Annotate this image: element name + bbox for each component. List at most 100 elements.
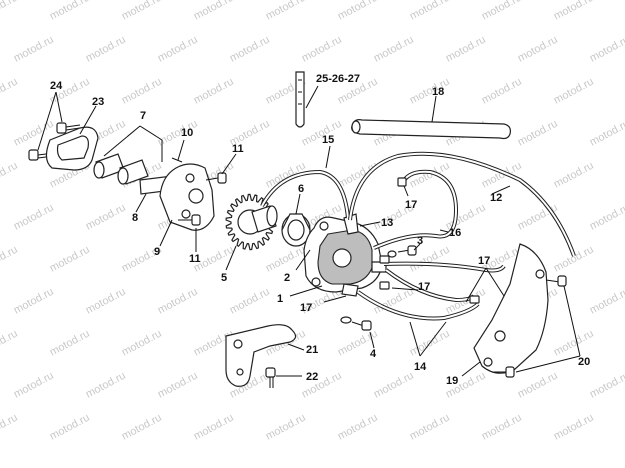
label-4: 4 bbox=[370, 348, 377, 360]
watermark-text: motod.ru bbox=[48, 0, 92, 23]
bracket-21 bbox=[225, 324, 297, 387]
watermark-text: motod.ru bbox=[0, 160, 20, 191]
label-5: 5 bbox=[221, 272, 227, 284]
watermark-text: motod.ru bbox=[120, 412, 164, 443]
watermark-text: motod.ru bbox=[552, 244, 596, 275]
watermark-text: motod.ru bbox=[480, 412, 524, 443]
screw-11 bbox=[178, 172, 227, 226]
watermark-text: motod.ru bbox=[192, 0, 236, 23]
watermark-text: motod.ru bbox=[0, 0, 20, 23]
bolt-24 bbox=[28, 122, 81, 161]
watermark-text: motod.ru bbox=[516, 370, 560, 401]
hose-18 bbox=[351, 119, 511, 140]
part-labels: 24 23 7 10 11 8 9 11 5 6 2 1 15 25-26-27… bbox=[50, 73, 590, 387]
watermark-text: motod.ru bbox=[408, 412, 452, 443]
watermark-text: motod.ru bbox=[12, 202, 56, 233]
watermark-text: motod.ru bbox=[408, 0, 452, 23]
label-19: 19 bbox=[446, 375, 458, 387]
watermark-text: motod.ru bbox=[552, 160, 596, 191]
watermark-text: motod.ru bbox=[12, 34, 56, 65]
label-14: 14 bbox=[414, 361, 427, 373]
watermark-text: motod.ru bbox=[120, 76, 164, 107]
label-24: 24 bbox=[50, 80, 63, 92]
watermark-text: motod.ru bbox=[588, 118, 625, 149]
watermark-text: motod.ru bbox=[192, 76, 236, 107]
bushing-7 bbox=[93, 153, 149, 185]
label-21: 21 bbox=[306, 344, 318, 356]
label-7: 7 bbox=[140, 110, 146, 122]
watermark-text: motod.ru bbox=[12, 286, 56, 317]
watermark-text: motod.ru bbox=[192, 412, 236, 443]
watermark-text: motod.ru bbox=[264, 244, 308, 275]
hose-16 bbox=[373, 169, 459, 250]
watermark-text: motod.ru bbox=[480, 0, 524, 23]
watermark-text: motod.ru bbox=[552, 0, 596, 23]
hose-15 bbox=[260, 169, 350, 219]
label-23: 23 bbox=[92, 96, 104, 108]
watermark-text: motod.ru bbox=[120, 0, 164, 23]
screw-22 bbox=[265, 367, 276, 388]
watermark-text: motod.ru bbox=[0, 76, 20, 107]
gear-5 bbox=[225, 193, 278, 251]
watermark-text: motod.ru bbox=[516, 34, 560, 65]
strip-25-26-27 bbox=[295, 71, 305, 128]
watermark-text: motod.ru bbox=[552, 76, 596, 107]
label-16: 16 bbox=[449, 227, 461, 239]
watermark-text: motod.ru bbox=[516, 118, 560, 149]
label-17-top: 17 bbox=[405, 199, 417, 211]
cover-23 bbox=[45, 126, 99, 171]
plate-9 bbox=[159, 163, 215, 231]
label-11-top: 11 bbox=[232, 143, 244, 155]
watermark-text: motod.ru bbox=[156, 286, 200, 317]
ring-6 bbox=[281, 213, 311, 247]
watermark-text: motod.ru bbox=[12, 370, 56, 401]
watermark-text: motod.ru bbox=[0, 328, 20, 359]
pin-10 bbox=[171, 157, 183, 163]
bolt-4 bbox=[340, 316, 372, 331]
label-17-right: 17 bbox=[478, 255, 490, 267]
label-12: 12 bbox=[490, 192, 502, 204]
label-25-26-27: 25-26-27 bbox=[316, 73, 360, 85]
label-6: 6 bbox=[298, 183, 304, 195]
watermark-text: motod.ru bbox=[48, 244, 92, 275]
label-17-mid: 17 bbox=[418, 281, 430, 293]
hose-14 bbox=[356, 255, 506, 321]
watermark-text: motod.ru bbox=[156, 370, 200, 401]
label-9: 9 bbox=[154, 246, 160, 258]
watermark-text: motod.ru bbox=[84, 202, 128, 233]
watermark-text: motod.ru bbox=[480, 76, 524, 107]
label-20: 20 bbox=[578, 356, 590, 368]
label-8: 8 bbox=[132, 212, 138, 224]
watermark-text: motod.ru bbox=[120, 328, 164, 359]
line-12 bbox=[348, 151, 576, 257]
label-11-bottom: 11 bbox=[189, 253, 201, 265]
label-2: 2 bbox=[284, 272, 290, 284]
watermark-text: motod.ru bbox=[336, 0, 380, 23]
watermark-text: motod.ru bbox=[264, 412, 308, 443]
watermark-text: motod.ru bbox=[552, 412, 596, 443]
watermark-text: motod.ru bbox=[408, 76, 452, 107]
watermark-text: motod.ru bbox=[588, 286, 625, 317]
label-15: 15 bbox=[322, 134, 334, 146]
label-22: 22 bbox=[306, 371, 318, 383]
label-3: 3 bbox=[417, 235, 423, 247]
screw-20 bbox=[494, 275, 567, 378]
watermark-text: motod.ru bbox=[264, 0, 308, 23]
watermark-text: motod.ru bbox=[336, 412, 380, 443]
watermark-text: motod.ru bbox=[228, 286, 272, 317]
watermark-text: motod.ru bbox=[0, 244, 20, 275]
label-17-left: 17 bbox=[300, 302, 312, 314]
label-1: 1 bbox=[277, 293, 283, 305]
watermark-text: motod.ru bbox=[588, 370, 625, 401]
watermark-text: motod.ru bbox=[372, 34, 416, 65]
watermark-text: motod.ru bbox=[372, 370, 416, 401]
bolt-3 bbox=[387, 245, 417, 258]
watermark-text: motod.ru bbox=[300, 34, 344, 65]
watermark-text: motod.ru bbox=[552, 328, 596, 359]
cover-19 bbox=[473, 243, 549, 374]
watermark-text: motod.ru bbox=[84, 370, 128, 401]
watermark-text: motod.ru bbox=[588, 34, 625, 65]
watermark-text: motod.ru bbox=[228, 34, 272, 65]
